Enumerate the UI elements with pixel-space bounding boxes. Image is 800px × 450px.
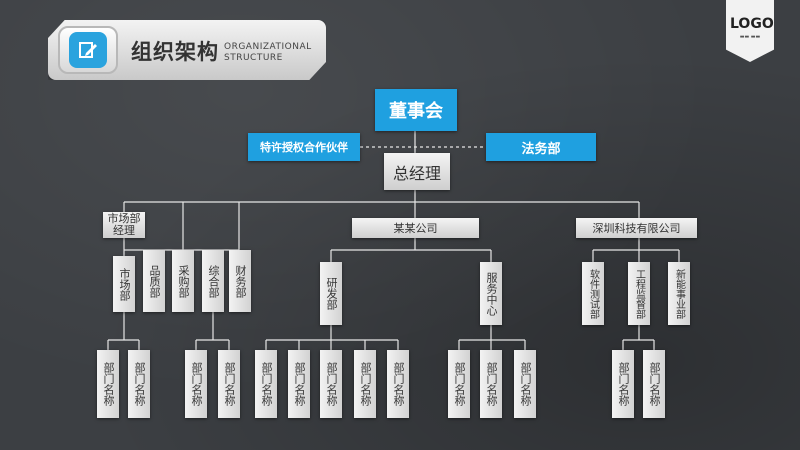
partner-node: 特许授权合作伙伴 <box>248 133 360 161</box>
general-dept-node: 综合部 <box>202 250 224 312</box>
software-test-dept-node: 软件测试部 <box>582 262 604 325</box>
service-center-node: 服务中心 <box>480 262 502 325</box>
new-business-dept-node: 新能事业部 <box>668 262 690 325</box>
subtitle-line-1: ORGANIZATIONAL <box>224 42 312 52</box>
sub-dept-node: 部门名称 <box>320 350 342 418</box>
market-manager-node: 市场部经理 <box>103 212 145 238</box>
sub-dept-node: 部门名称 <box>514 350 536 418</box>
market-dept-node: 市场部 <box>113 256 135 312</box>
sub-dept-node: 部门名称 <box>255 350 277 418</box>
company-b-node: 深圳科技有限公司 <box>576 218 697 238</box>
sub-dept-node: 部门名称 <box>480 350 502 418</box>
sub-dept-node: 部门名称 <box>185 350 207 418</box>
engineering-supervision-node: 工程监督部 <box>628 262 650 325</box>
logo-subtext: ▬▬ ▬▬ <box>739 34 761 40</box>
logo-badge <box>726 0 774 62</box>
board-node: 董事会 <box>375 89 457 131</box>
page-title: 组织架构 <box>131 40 219 64</box>
sub-dept-node: 部门名称 <box>612 350 634 418</box>
sub-dept-node: 部门名称 <box>354 350 376 418</box>
sub-dept-node: 部门名称 <box>288 350 310 418</box>
logo-text: LOGO <box>730 16 774 32</box>
sub-dept-node: 部门名称 <box>97 350 119 418</box>
finance-dept-node: 财务部 <box>229 250 251 312</box>
sub-dept-node: 部门名称 <box>218 350 240 418</box>
legal-node: 法务部 <box>486 133 596 161</box>
purchase-dept-node: 采购部 <box>172 250 194 312</box>
page-subtitle: ORGANIZATIONAL STRUCTURE <box>224 42 312 64</box>
edit-icon <box>69 32 107 68</box>
gm-node: 总经理 <box>384 153 450 190</box>
sub-dept-node: 部门名称 <box>448 350 470 418</box>
sub-dept-node: 部门名称 <box>128 350 150 418</box>
sub-dept-node: 部门名称 <box>387 350 409 418</box>
quality-dept-node: 品质部 <box>143 250 165 312</box>
subtitle-line-2: STRUCTURE <box>224 53 283 63</box>
sub-dept-node: 部门名称 <box>643 350 665 418</box>
rnd-dept-node: 研发部 <box>320 262 342 325</box>
company-a-node: 某某公司 <box>352 218 479 238</box>
